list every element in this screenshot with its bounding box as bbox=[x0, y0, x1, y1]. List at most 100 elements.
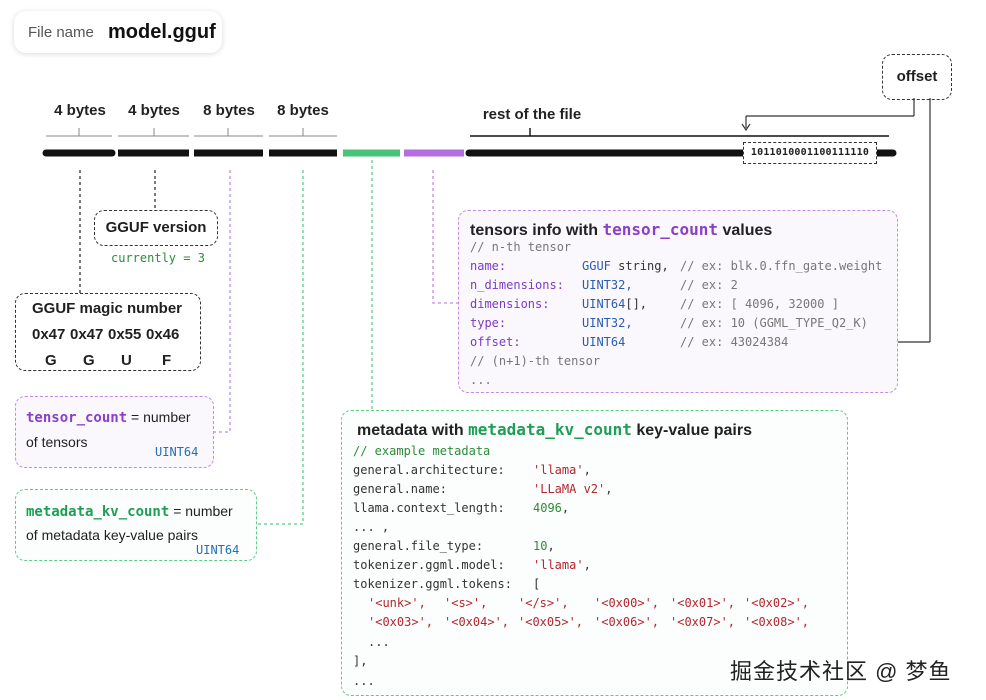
tensor-field-offset-type: UINT64 bbox=[582, 335, 626, 349]
dashed-connectors-green bbox=[256, 160, 373, 525]
metadata-title-pre: metadata with bbox=[357, 422, 469, 439]
tensor-count-desc: of tensors bbox=[26, 434, 88, 450]
tokens-more: ... bbox=[368, 635, 390, 649]
gguf-version-note: currently = 3 bbox=[111, 251, 205, 265]
magic-char-1: G bbox=[83, 352, 95, 369]
token-0x05: '<0x05>', bbox=[518, 615, 584, 629]
metadata-ellipsis-line: ... , bbox=[353, 520, 390, 534]
metadata-val-tokenizer-model: 'llama', bbox=[533, 556, 591, 575]
file-name-value: model.gguf bbox=[108, 21, 216, 43]
metadata-key-architecture: general.architecture: bbox=[353, 463, 505, 477]
segment-brackets bbox=[46, 128, 337, 137]
metadata-val-name-text: 'LLaMA v2' bbox=[533, 482, 606, 496]
gguf-version-box: GGUF version bbox=[94, 210, 218, 246]
metadata-val-file-type: 10, bbox=[533, 537, 555, 556]
tensor-field-ndim-type: UINT32, bbox=[582, 278, 633, 292]
token-0x03: '<0x03>', bbox=[368, 615, 434, 629]
file-name-chip: File name model.gguf bbox=[14, 11, 222, 53]
tensor-field-name: name: bbox=[470, 259, 507, 273]
metadata-key-tokenizer-model: tokenizer.ggml.model: bbox=[353, 558, 505, 572]
tensor-field-dims-type: UINT64[], bbox=[582, 295, 647, 314]
metadata-end: ... bbox=[353, 674, 375, 688]
magic-number-box bbox=[15, 293, 201, 371]
token-0x06: '<0x06>', bbox=[594, 615, 660, 629]
segment-kv-count-size: 8 bytes bbox=[277, 102, 329, 119]
metadata-comment: // example metadata bbox=[353, 444, 491, 458]
segment-rest-label: rest of the file bbox=[482, 106, 582, 123]
metadata-val-architecture: 'llama', bbox=[533, 461, 591, 480]
tensor-field-offset-comment: // ex: 43024384 bbox=[680, 335, 789, 349]
metadata-key-file-type: general.file_type: bbox=[353, 539, 484, 553]
tensors-info-ellipsis: ... bbox=[470, 373, 492, 387]
metadata-kv-count-type: UINT64 bbox=[196, 543, 240, 557]
token-0x07: '<0x07>', bbox=[670, 615, 736, 629]
metadata-val-tokenizer-tokens-open: [ bbox=[533, 577, 541, 591]
segment-tensor-count-size: 8 bytes bbox=[203, 102, 255, 119]
tensor-field-type-comment: // ex: 10 (GGML_TYPE_Q2_K) bbox=[680, 316, 868, 330]
magic-hex-0: 0x47 bbox=[32, 326, 66, 343]
magic-hex-3: 0x46 bbox=[146, 326, 180, 343]
token-0x00: '<0x00>', bbox=[594, 596, 660, 610]
metadata-val-architecture-tail: , bbox=[583, 463, 591, 477]
magic-hex-1: 0x47 bbox=[70, 326, 104, 343]
metadata-val-file-type-tail: , bbox=[547, 539, 555, 553]
tensor-count-eq: = number bbox=[131, 409, 191, 425]
tensors-info-title-key: tensor_count bbox=[602, 220, 719, 239]
tensor-field-ndim: n_dimensions: bbox=[470, 278, 564, 292]
tensor-count-box bbox=[15, 396, 214, 468]
watermark: 掘金技术社区 @ 梦鱼 bbox=[730, 659, 952, 684]
metadata-val-context-length-tail: , bbox=[561, 501, 570, 515]
tensors-info-title-post: values bbox=[718, 222, 773, 239]
metadata-val-tokenizer-model-text: 'llama' bbox=[533, 558, 584, 572]
dashed-connectors-purple bbox=[213, 170, 458, 433]
metadata-kv-count-line: metadata_kv_count = number bbox=[26, 503, 233, 520]
segment-version-size: 4 bytes bbox=[128, 102, 180, 119]
offset-box: offset bbox=[882, 54, 952, 100]
segment-magic-size: 4 bytes bbox=[54, 102, 106, 119]
metadata-box bbox=[341, 410, 848, 696]
metadata-kv-count-box bbox=[15, 489, 257, 561]
token-unk: '<unk>', bbox=[368, 596, 426, 610]
metadata-key-context-length: llama.context_length: bbox=[353, 501, 505, 515]
tensor-field-dims-type-main: UINT64 bbox=[582, 297, 626, 311]
token-0x01: '<0x01>', bbox=[670, 596, 736, 610]
tensors-info-comment-next: // (n+1)-th tensor bbox=[470, 354, 601, 368]
metadata-kv-count-eq: = number bbox=[173, 503, 233, 519]
tensor-count-line: tensor_count = number bbox=[26, 409, 191, 426]
file-name-label: File name bbox=[28, 24, 94, 41]
dashed-connectors-black bbox=[79, 170, 156, 293]
metadata-val-file-type-text: 10 bbox=[533, 539, 548, 553]
token-s: '<s>', bbox=[444, 596, 488, 610]
tensor-field-dims-type-rest: [], bbox=[625, 297, 648, 311]
metadata-val-name-tail: , bbox=[605, 482, 613, 496]
token-0x08: '<0x08>', bbox=[744, 615, 810, 629]
tensor-field-ndim-comment: // ex: 2 bbox=[680, 278, 738, 292]
metadata-key-tokenizer-tokens: tokenizer.ggml.tokens: bbox=[353, 577, 512, 591]
offset-arrow-top bbox=[741, 98, 915, 132]
rest-bracket bbox=[470, 128, 889, 137]
magic-char-3: F bbox=[162, 352, 172, 369]
metadata-title-key: metadata_kv_count bbox=[468, 420, 632, 439]
tensor-field-type: type: bbox=[470, 316, 507, 330]
token-0x02: '<0x02>', bbox=[744, 596, 810, 610]
magic-hex-2: 0x55 bbox=[108, 326, 142, 343]
offset-binary-block: 1011010001100111110 bbox=[743, 142, 877, 164]
tensor-field-name-comment: // ex: blk.0.ffn_gate.weight bbox=[680, 259, 883, 273]
metadata-val-tokenizer-model-tail: , bbox=[583, 558, 591, 572]
metadata-val-context-length-text: 4096 bbox=[533, 501, 562, 515]
tensors-info-comment-nth: // n-th tensor bbox=[470, 240, 572, 254]
tensors-info-title-pre: tensors info with bbox=[470, 222, 603, 239]
metadata-val-context-length: 4096, bbox=[533, 499, 569, 518]
metadata-val-architecture-text: 'llama' bbox=[533, 463, 584, 477]
tokens-close: ], bbox=[353, 654, 368, 668]
tensors-info-box bbox=[458, 210, 898, 393]
tensor-field-name-type-main: GGUF bbox=[582, 259, 611, 273]
token-0x04: '<0x04>', bbox=[444, 615, 510, 629]
magic-char-0: G bbox=[45, 352, 57, 369]
metadata-kv-count-desc: of metadata key-value pairs bbox=[26, 527, 198, 543]
token-s-end: '</s>', bbox=[518, 596, 569, 610]
tensors-info-title: tensors info with tensor_count values bbox=[470, 220, 772, 240]
metadata-kv-count-key: metadata_kv_count bbox=[26, 504, 170, 520]
tensor-field-name-type: GGUF string, bbox=[582, 257, 669, 276]
tensor-field-name-type-rest: string, bbox=[610, 259, 669, 273]
